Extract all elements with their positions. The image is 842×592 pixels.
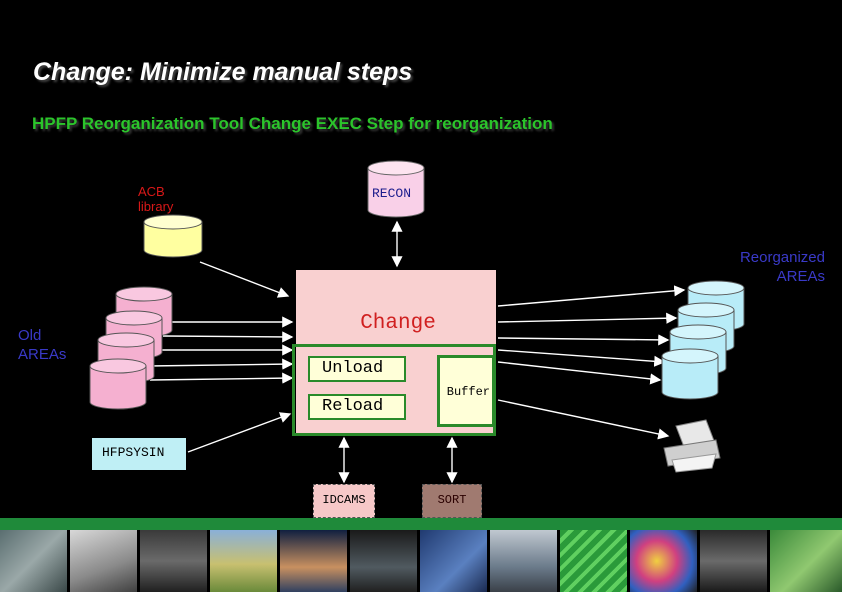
unload-step: Unload — [308, 356, 406, 382]
printer-icon — [663, 419, 721, 473]
change-label: Change — [360, 312, 436, 335]
footer-photo-office — [140, 530, 207, 592]
acb-label-line1: ACB — [138, 184, 165, 199]
buffer-box: Buffer — [437, 355, 495, 427]
footer-photo-map — [0, 530, 67, 592]
acb-library-cylinder — [143, 214, 203, 258]
footer-photo-laptop — [350, 530, 417, 592]
recon-label: RECON — [372, 186, 412, 201]
footer-photo-transaction — [420, 530, 487, 592]
footer-photo-green — [560, 530, 627, 592]
acb-label-line2: library — [138, 199, 174, 214]
slide-title: Change: Minimize manual steps — [33, 58, 413, 86]
footer-photo-airplane — [490, 530, 557, 592]
sort-box: SORT — [422, 484, 482, 518]
reorganized-label-line1: Reorganized — [739, 249, 825, 266]
reorganized-areas-stack — [661, 280, 745, 400]
footer-green-strip — [0, 518, 842, 530]
reload-step: Reload — [308, 394, 406, 420]
acb-arrow — [199, 261, 290, 298]
hfpsysin-card: HFPSYSIN — [92, 438, 186, 470]
recon-cylinder — [367, 160, 425, 218]
acb-library-label: ACB library — [138, 184, 173, 214]
reorganized-label-line2: AREAs — [776, 268, 825, 285]
old-areas-label: Old AREAs — [18, 326, 66, 364]
footer-photo-plants — [770, 530, 842, 592]
reorganized-areas-label: Reorganized AREAs — [717, 248, 825, 286]
footer-photo-person — [280, 530, 347, 592]
idcams-box: IDCAMS — [313, 484, 375, 518]
old-label-line2: AREAs — [18, 346, 67, 363]
footer-photo-field — [210, 530, 277, 592]
old-areas-stack — [89, 286, 173, 410]
slide-subtitle: HPFP Reorganization Tool Change EXEC Ste… — [32, 114, 553, 133]
footer-photo-document — [70, 530, 137, 592]
old-label-line1: Old — [18, 327, 42, 344]
footer-photo-cd — [630, 530, 697, 592]
footer-photo-phone — [700, 530, 767, 592]
